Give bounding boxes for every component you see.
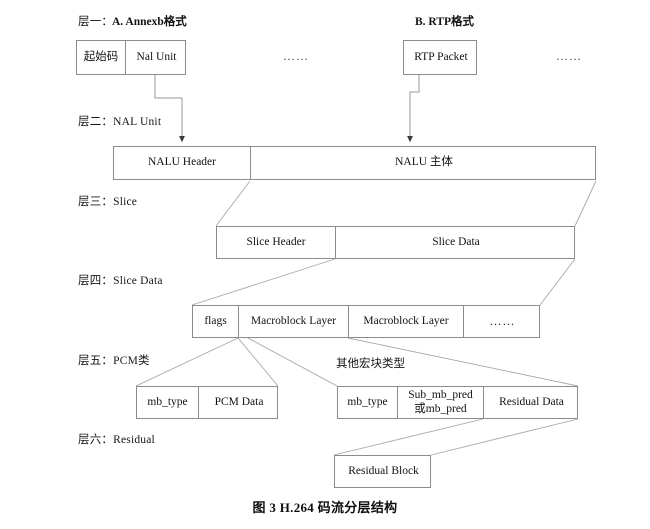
slice-row: Slice Header Slice Data — [216, 226, 575, 259]
nal-unit-row: NALU Header NALU 主体 — [113, 146, 596, 180]
connector-nalunit-to-naluheader — [154, 75, 185, 143]
layer-3-label: 层三：Slice — [78, 196, 138, 208]
ellipsis-annexb: …… — [283, 49, 309, 63]
figure-caption: 图 3 H.264 码流分层结构 — [252, 500, 398, 515]
cell-nalu-header: NALU Header — [114, 147, 251, 179]
cell-slice-data: Slice Data — [432, 235, 480, 248]
residual-block-row: Residual Block — [334, 455, 431, 488]
layer-2-label: 层二：NAL Unit — [78, 116, 162, 128]
cell-macroblock-layer-2: Macroblock Layer — [349, 306, 464, 337]
cell-rtp-packet: RTP Packet — [414, 50, 468, 63]
layer-6-label: 层六：Residual — [78, 434, 155, 446]
annexb-unit-row: 起始码 Nal Unit — [76, 40, 186, 75]
layer-1-label: 层一： — [78, 16, 114, 28]
cell-start-code: 起始码 — [77, 41, 126, 74]
cell-residual-data: Residual Data — [499, 395, 564, 408]
pcm-macroblock-row: mb_type PCM Data — [136, 386, 278, 419]
cell-nal-unit: Nal Unit — [136, 50, 177, 63]
connector-nalubody-to-slice — [215, 180, 597, 227]
connector-residual-to-residualblock — [333, 418, 579, 456]
cell-pcm-mb-type: mb_type — [137, 387, 199, 418]
cell-slice-header: Slice Header — [217, 227, 336, 258]
format-a-header: A. Annexb格式 — [112, 16, 187, 28]
connector-slicedata-to-macroblocks — [191, 258, 576, 306]
layer-5-label: 层五：PCM类 — [78, 355, 150, 367]
layer-4-label: 层四：Slice Data — [78, 275, 163, 287]
other-macroblock-type-note: 其他宏块类型 — [336, 358, 405, 370]
rtp-packet-row: RTP Packet — [403, 40, 477, 75]
cell-macroblock-ellipsis: …… — [489, 314, 516, 329]
cell-other-mb-type: mb_type — [338, 387, 398, 418]
connector-rtp-to-nalubody — [407, 75, 420, 143]
connector-macroblock-to-pcm — [135, 337, 279, 387]
cell-flags: flags — [193, 306, 239, 337]
cell-pcm-data: PCM Data — [214, 395, 264, 408]
cell-residual-block: Residual Block — [348, 464, 419, 477]
ellipsis-rtp: …… — [556, 49, 582, 63]
connector-macroblock-to-other — [247, 337, 579, 387]
cell-nalu-body: NALU 主体 — [395, 156, 453, 169]
cell-macroblock-layer-1: Macroblock Layer — [239, 306, 349, 337]
format-b-header: B. RTP格式 — [415, 16, 475, 28]
